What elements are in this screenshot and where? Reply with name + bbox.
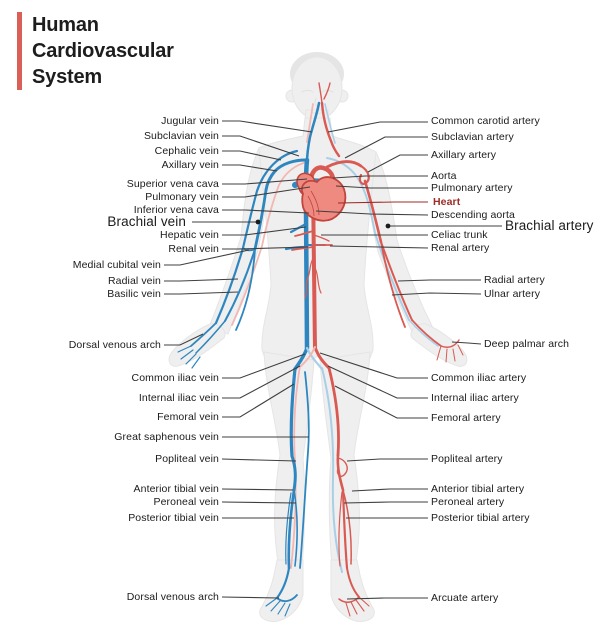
leader-subclavian-artery	[344, 136, 428, 159]
torso-shape	[258, 117, 377, 363]
body-silhouette	[168, 52, 468, 622]
leader-cephalic-vein	[222, 150, 282, 161]
leader-arcuate-artery	[346, 597, 428, 600]
leader-pulmonary-artery	[335, 185, 428, 189]
leader-popliteal-artery	[346, 458, 428, 462]
leader-peroneal-vein	[221, 501, 297, 504]
leader-basilic-vein	[164, 291, 239, 295]
leader-deep-palmar-arch	[451, 341, 482, 345]
heart-ventricle-shape	[301, 176, 347, 222]
leader-inferior-vena-cava	[222, 209, 310, 214]
left-hand-shape	[168, 323, 226, 367]
leader-peroneal-artery	[343, 501, 428, 504]
leader-renal-artery	[329, 245, 429, 249]
leader-jugular-vein	[222, 120, 313, 133]
page-title-line: Cardiovascular	[32, 40, 174, 62]
heart-shape	[292, 165, 347, 222]
leader-dorsal-venous-arch	[221, 596, 280, 599]
leader-heart	[337, 201, 428, 204]
title-accent-bar	[17, 12, 22, 90]
leader-internal-iliac-vein	[222, 365, 301, 399]
leader-anterior-tibial-artery	[351, 488, 428, 492]
artery-network	[291, 82, 464, 617]
leader-axillary-vein	[222, 164, 278, 172]
leader-hepatic-vein	[222, 226, 307, 236]
left-arm-shape	[208, 146, 269, 335]
leader-radial-artery	[397, 279, 481, 282]
leader-ulnar-artery	[391, 292, 482, 296]
right-arm-shape	[365, 151, 433, 335]
leader-anterior-tibial-vein	[221, 488, 294, 491]
leader-common-carotid-artery	[327, 121, 428, 133]
leader-superior-vena-cava	[222, 178, 308, 185]
leader-common-iliac-vein	[222, 353, 306, 379]
leader-descending-aorta	[315, 210, 429, 216]
right-foot-shape	[330, 559, 375, 622]
leader-medial-cubital-vein	[164, 249, 250, 266]
leader-common-iliac-artery	[319, 352, 428, 379]
leader-femoral-artery	[334, 385, 428, 419]
page-title-line: System	[32, 66, 102, 88]
leader-subclavian-vein	[222, 135, 300, 157]
leader-dot	[385, 223, 391, 229]
leader-renal-vein	[222, 246, 309, 250]
leader-dot	[255, 219, 261, 225]
page-title-line: Human	[32, 14, 99, 36]
leader-pulmonary-vein	[222, 186, 311, 198]
leader-popliteal-vein	[221, 458, 297, 462]
leader-internal-iliac-artery	[327, 365, 428, 399]
leader-dorsal-venous-arch	[164, 333, 204, 346]
leader-axillary-artery	[367, 154, 428, 173]
leader-aorta	[332, 175, 428, 179]
leader-lines	[164, 120, 502, 600]
leader-radial-vein	[164, 278, 239, 282]
leader-femoral-vein	[222, 383, 295, 418]
